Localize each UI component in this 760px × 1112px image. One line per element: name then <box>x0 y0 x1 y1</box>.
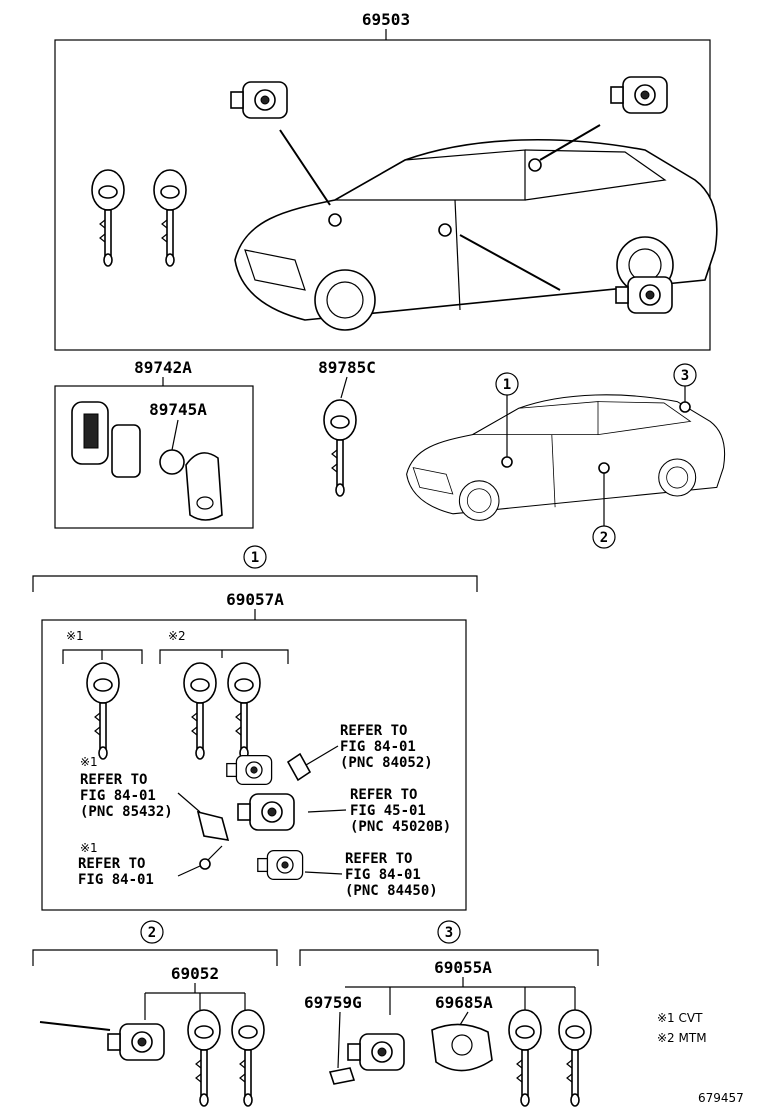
label-part-a: 69685A <box>435 993 493 1012</box>
remote-fob-icon <box>196 496 214 510</box>
bracket-icon <box>451 1034 473 1056</box>
leader-ref <box>304 871 343 875</box>
remote-fob-icon <box>185 452 223 521</box>
lock-cylinder-icon <box>107 1023 165 1061</box>
leader-part-a <box>459 1011 469 1026</box>
ref-line: REFER TO <box>350 787 417 803</box>
kit-two-bracket <box>32 949 278 966</box>
callout-number: 2 <box>600 530 608 546</box>
lock-point <box>501 456 513 468</box>
label-remote-assembly: 89742A <box>134 358 192 377</box>
key-icon <box>508 1009 542 1107</box>
lock-cylinder-icon <box>237 793 295 831</box>
callout-number: 1 <box>251 550 259 566</box>
screw-icon <box>199 858 211 870</box>
ref-line: (PNC 84052) <box>340 755 433 771</box>
remote-fob-icon <box>83 413 99 449</box>
figure-id: 679457 <box>698 1091 744 1105</box>
leader-part-g <box>337 1011 341 1069</box>
bracket-icon <box>286 752 312 782</box>
legend-line: ※2 MTM <box>657 1031 707 1045</box>
key-icon <box>91 169 125 267</box>
callout-number: 1 <box>503 377 511 393</box>
key-icon <box>187 1009 221 1107</box>
callout-circle <box>243 545 267 569</box>
legend-line: ※1 CVT <box>657 1011 703 1025</box>
ref-mark: ※1 <box>80 755 98 769</box>
mark-two-bracket <box>159 649 289 664</box>
leader-ref <box>177 865 201 877</box>
bracket-icon <box>431 1023 493 1072</box>
ref-line: REFER TO <box>80 772 147 788</box>
label-top-assembly: 69503 <box>362 10 410 29</box>
ref-line: FIG 84-01 <box>80 788 156 804</box>
key-icon <box>227 662 261 760</box>
ref-mark: ※1 <box>80 841 98 855</box>
key-icon <box>558 1009 592 1107</box>
label-key-plate: 89785C <box>318 358 376 377</box>
mark-one: ※1 <box>66 629 84 643</box>
ref-line: FIG 84-01 <box>78 872 154 888</box>
mark-two: ※2 <box>168 629 186 643</box>
lock-point <box>438 223 452 237</box>
ref-line: FIG 84-01 <box>345 867 421 883</box>
bracket-icon <box>328 1067 356 1085</box>
leader-ref <box>307 809 347 813</box>
arrow-line <box>539 124 601 161</box>
leader-kit-three <box>345 977 576 1015</box>
ref-line: FIG 84-01 <box>340 739 416 755</box>
arrow-line <box>279 129 331 206</box>
key-icon <box>323 399 357 497</box>
lock-cylinder-icon <box>347 1033 405 1071</box>
arrow-line <box>459 234 561 291</box>
kit-three-bracket <box>299 949 599 966</box>
lock-cylinder-icon <box>610 76 668 114</box>
ref-line: REFER TO <box>340 723 407 739</box>
battery-icon <box>159 449 185 475</box>
lock-cylinder-icon <box>230 81 288 119</box>
ref-line: (PNC 45020B) <box>350 819 451 835</box>
top-box <box>54 39 711 351</box>
lock-cylinder-icon <box>226 754 273 786</box>
callout-number: 3 <box>681 368 689 384</box>
ref-line: (PNC 84450) <box>345 883 438 899</box>
remote-box <box>54 385 254 529</box>
rod-icon <box>39 1021 111 1031</box>
kit-one-box <box>41 619 467 911</box>
leader-ref <box>305 745 339 766</box>
label-kit-one: 69057A <box>226 590 284 609</box>
lock-point <box>328 213 342 227</box>
leader-battery <box>171 419 179 451</box>
callout-number: 2 <box>148 925 156 941</box>
ref-line: REFER TO <box>345 851 412 867</box>
label-kit-two: 69052 <box>171 964 219 983</box>
key-icon <box>231 1009 265 1107</box>
key-icon <box>183 662 217 760</box>
ref-line: FIG 45-01 <box>350 803 426 819</box>
lock-point <box>679 401 691 413</box>
ref-line: REFER TO <box>78 856 145 872</box>
lock-point <box>598 462 610 474</box>
screw-icon <box>207 845 223 861</box>
label-kit-three: 69055A <box>434 958 492 977</box>
lock-point <box>528 158 542 172</box>
label-battery: 89745A <box>149 400 207 419</box>
car-icon <box>406 394 726 521</box>
ref-line: (PNC 85432) <box>80 804 173 820</box>
callout-circle <box>140 920 164 944</box>
callout-circle <box>437 920 461 944</box>
label-part-g: 69759G <box>304 993 362 1012</box>
callout-number: 3 <box>445 925 453 941</box>
leader-kit-two <box>144 983 246 1020</box>
bracket-icon <box>196 810 230 841</box>
kit-one-bracket <box>32 575 478 592</box>
key-icon <box>153 169 187 267</box>
lock-cylinder-icon <box>257 849 304 881</box>
leader-key-plate <box>340 376 348 399</box>
remote-fob-icon <box>111 424 141 478</box>
leader-ref <box>177 792 201 813</box>
key-icon <box>86 662 120 760</box>
